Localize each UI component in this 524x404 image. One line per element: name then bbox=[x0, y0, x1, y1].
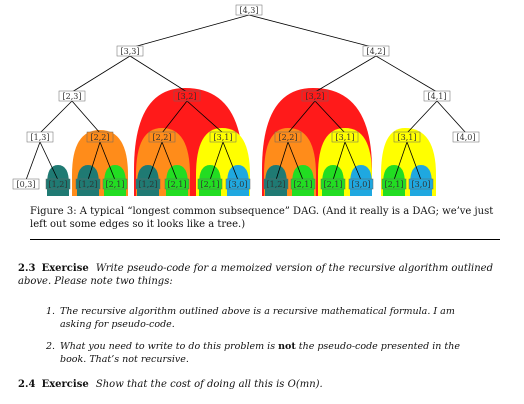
node-3-1-b: [3,1] bbox=[331, 131, 359, 143]
exercise-2-4: 2.4 Exercise Show that the cost of doing… bbox=[18, 378, 504, 391]
node-label: [2,1] bbox=[294, 180, 313, 189]
leaf-12: [2,1] bbox=[381, 178, 407, 190]
leaf-4: [1,2] bbox=[135, 178, 161, 190]
node-3-1-a: [3,1] bbox=[209, 131, 237, 143]
node-label: [2,1] bbox=[106, 180, 125, 189]
leaf-9: [2,1] bbox=[290, 178, 316, 190]
item-text-pre: What you need to write to do this proble… bbox=[60, 341, 279, 352]
node-label: [2,2] bbox=[91, 133, 110, 142]
node-3-2-a: [3,2] bbox=[173, 90, 201, 102]
node-4-3: [4,3] bbox=[235, 4, 263, 16]
node-2-2-a: [2,2] bbox=[86, 131, 114, 143]
node-4-2: [4,2] bbox=[362, 45, 390, 57]
node-label: [1,2] bbox=[49, 180, 68, 189]
node-label: [4,1] bbox=[428, 92, 447, 101]
node-3-1-c: [3,1] bbox=[393, 131, 421, 143]
node-label: [3,2] bbox=[306, 92, 325, 101]
dag-edges bbox=[25, 14, 467, 181]
lcs-dag-figure: [4,3] [3,3] [4,2] [2,3] [3,2] [3,2] [4,1… bbox=[12, 4, 480, 196]
leaf-7: [3,0] bbox=[225, 178, 251, 190]
node-3-3: [3,3] bbox=[116, 45, 144, 57]
node-label: [3,3] bbox=[121, 47, 140, 56]
item-number: 2. bbox=[46, 341, 56, 352]
node-label: [2,2] bbox=[279, 133, 298, 142]
exercise-word: Exercise bbox=[41, 263, 89, 274]
leaf-1: [1,2] bbox=[45, 178, 71, 190]
node-1-3: [1,3] bbox=[26, 131, 54, 143]
node-label: [2,1] bbox=[385, 180, 404, 189]
node-label: [2,1] bbox=[168, 180, 187, 189]
node-4-1: [4,1] bbox=[423, 90, 451, 102]
leaf-3: [2,1] bbox=[102, 178, 128, 190]
exercise-item-2: 2. What you need to write to do this pro… bbox=[46, 340, 484, 366]
node-2-2-c: [2,2] bbox=[274, 131, 302, 143]
leaf-10: [2,1] bbox=[320, 178, 346, 190]
node-3-2-b: [3,2] bbox=[301, 90, 329, 102]
node-label: [3,0] bbox=[229, 180, 248, 189]
item-text: What you need to write to do this proble… bbox=[60, 340, 484, 366]
node-label: [3,1] bbox=[214, 133, 233, 142]
node-4-0: [4,0] bbox=[452, 131, 480, 143]
node-2-2-b: [2,2] bbox=[148, 131, 176, 143]
node-label: [4,2] bbox=[367, 47, 386, 56]
node-label: [1,2] bbox=[267, 180, 286, 189]
node-label: [0,3] bbox=[17, 180, 36, 189]
leaf-8: [1,2] bbox=[263, 178, 289, 190]
node-label: [2,1] bbox=[201, 180, 220, 189]
node-label: [1,3] bbox=[31, 133, 50, 142]
leaf-13: [3,0] bbox=[408, 178, 434, 190]
leaf-11: [3,0] bbox=[348, 178, 374, 190]
exercise-number: 2.4 bbox=[18, 379, 36, 390]
exercise-number: 2.3 bbox=[18, 263, 36, 274]
node-label: [2,3] bbox=[63, 92, 82, 101]
leaf-2: [1,2] bbox=[75, 178, 101, 190]
exercise-item-1: 1. The recursive algorithm outlined abov… bbox=[46, 305, 484, 331]
node-label: [2,1] bbox=[324, 180, 343, 189]
node-2-3: [2,3] bbox=[58, 90, 86, 102]
item-text: The recursive algorithm outlined above i… bbox=[60, 306, 455, 330]
node-label: [3,0] bbox=[352, 180, 371, 189]
figure-caption: Figure 3: A typical “longest common subs… bbox=[30, 206, 494, 230]
leaf-6: [2,1] bbox=[197, 178, 223, 190]
node-label: [3,0] bbox=[412, 180, 431, 189]
node-label: [4,0] bbox=[457, 133, 476, 142]
node-label: [3,1] bbox=[336, 133, 355, 142]
item-text-post: the pseudo-code presented in the book. T… bbox=[60, 341, 460, 365]
item-text-emphasis: not bbox=[278, 341, 296, 352]
node-label: [4,3] bbox=[240, 6, 259, 15]
item-number: 1. bbox=[46, 306, 56, 317]
node-labels: [4,3] [3,3] [4,2] [2,3] [3,2] [3,2] [4,1… bbox=[12, 4, 480, 190]
node-label: [2,2] bbox=[153, 133, 172, 142]
leaf-5: [2,1] bbox=[164, 178, 190, 190]
node-label: [1,2] bbox=[79, 180, 98, 189]
node-label: [1,2] bbox=[139, 180, 158, 189]
exercise-text: Show that the cost of doing all this is … bbox=[95, 379, 323, 390]
exercise-2-3: 2.3 Exercise Write pseudo-code for a mem… bbox=[18, 262, 504, 288]
exercise-word: Exercise bbox=[41, 379, 89, 390]
node-label: [3,1] bbox=[398, 133, 417, 142]
node-label: [3,2] bbox=[178, 92, 197, 101]
exercise-text: Write pseudo-code for a memoized version… bbox=[18, 263, 493, 287]
leaf-0-3: [0,3] bbox=[12, 178, 40, 190]
caption-rule bbox=[30, 239, 500, 240]
